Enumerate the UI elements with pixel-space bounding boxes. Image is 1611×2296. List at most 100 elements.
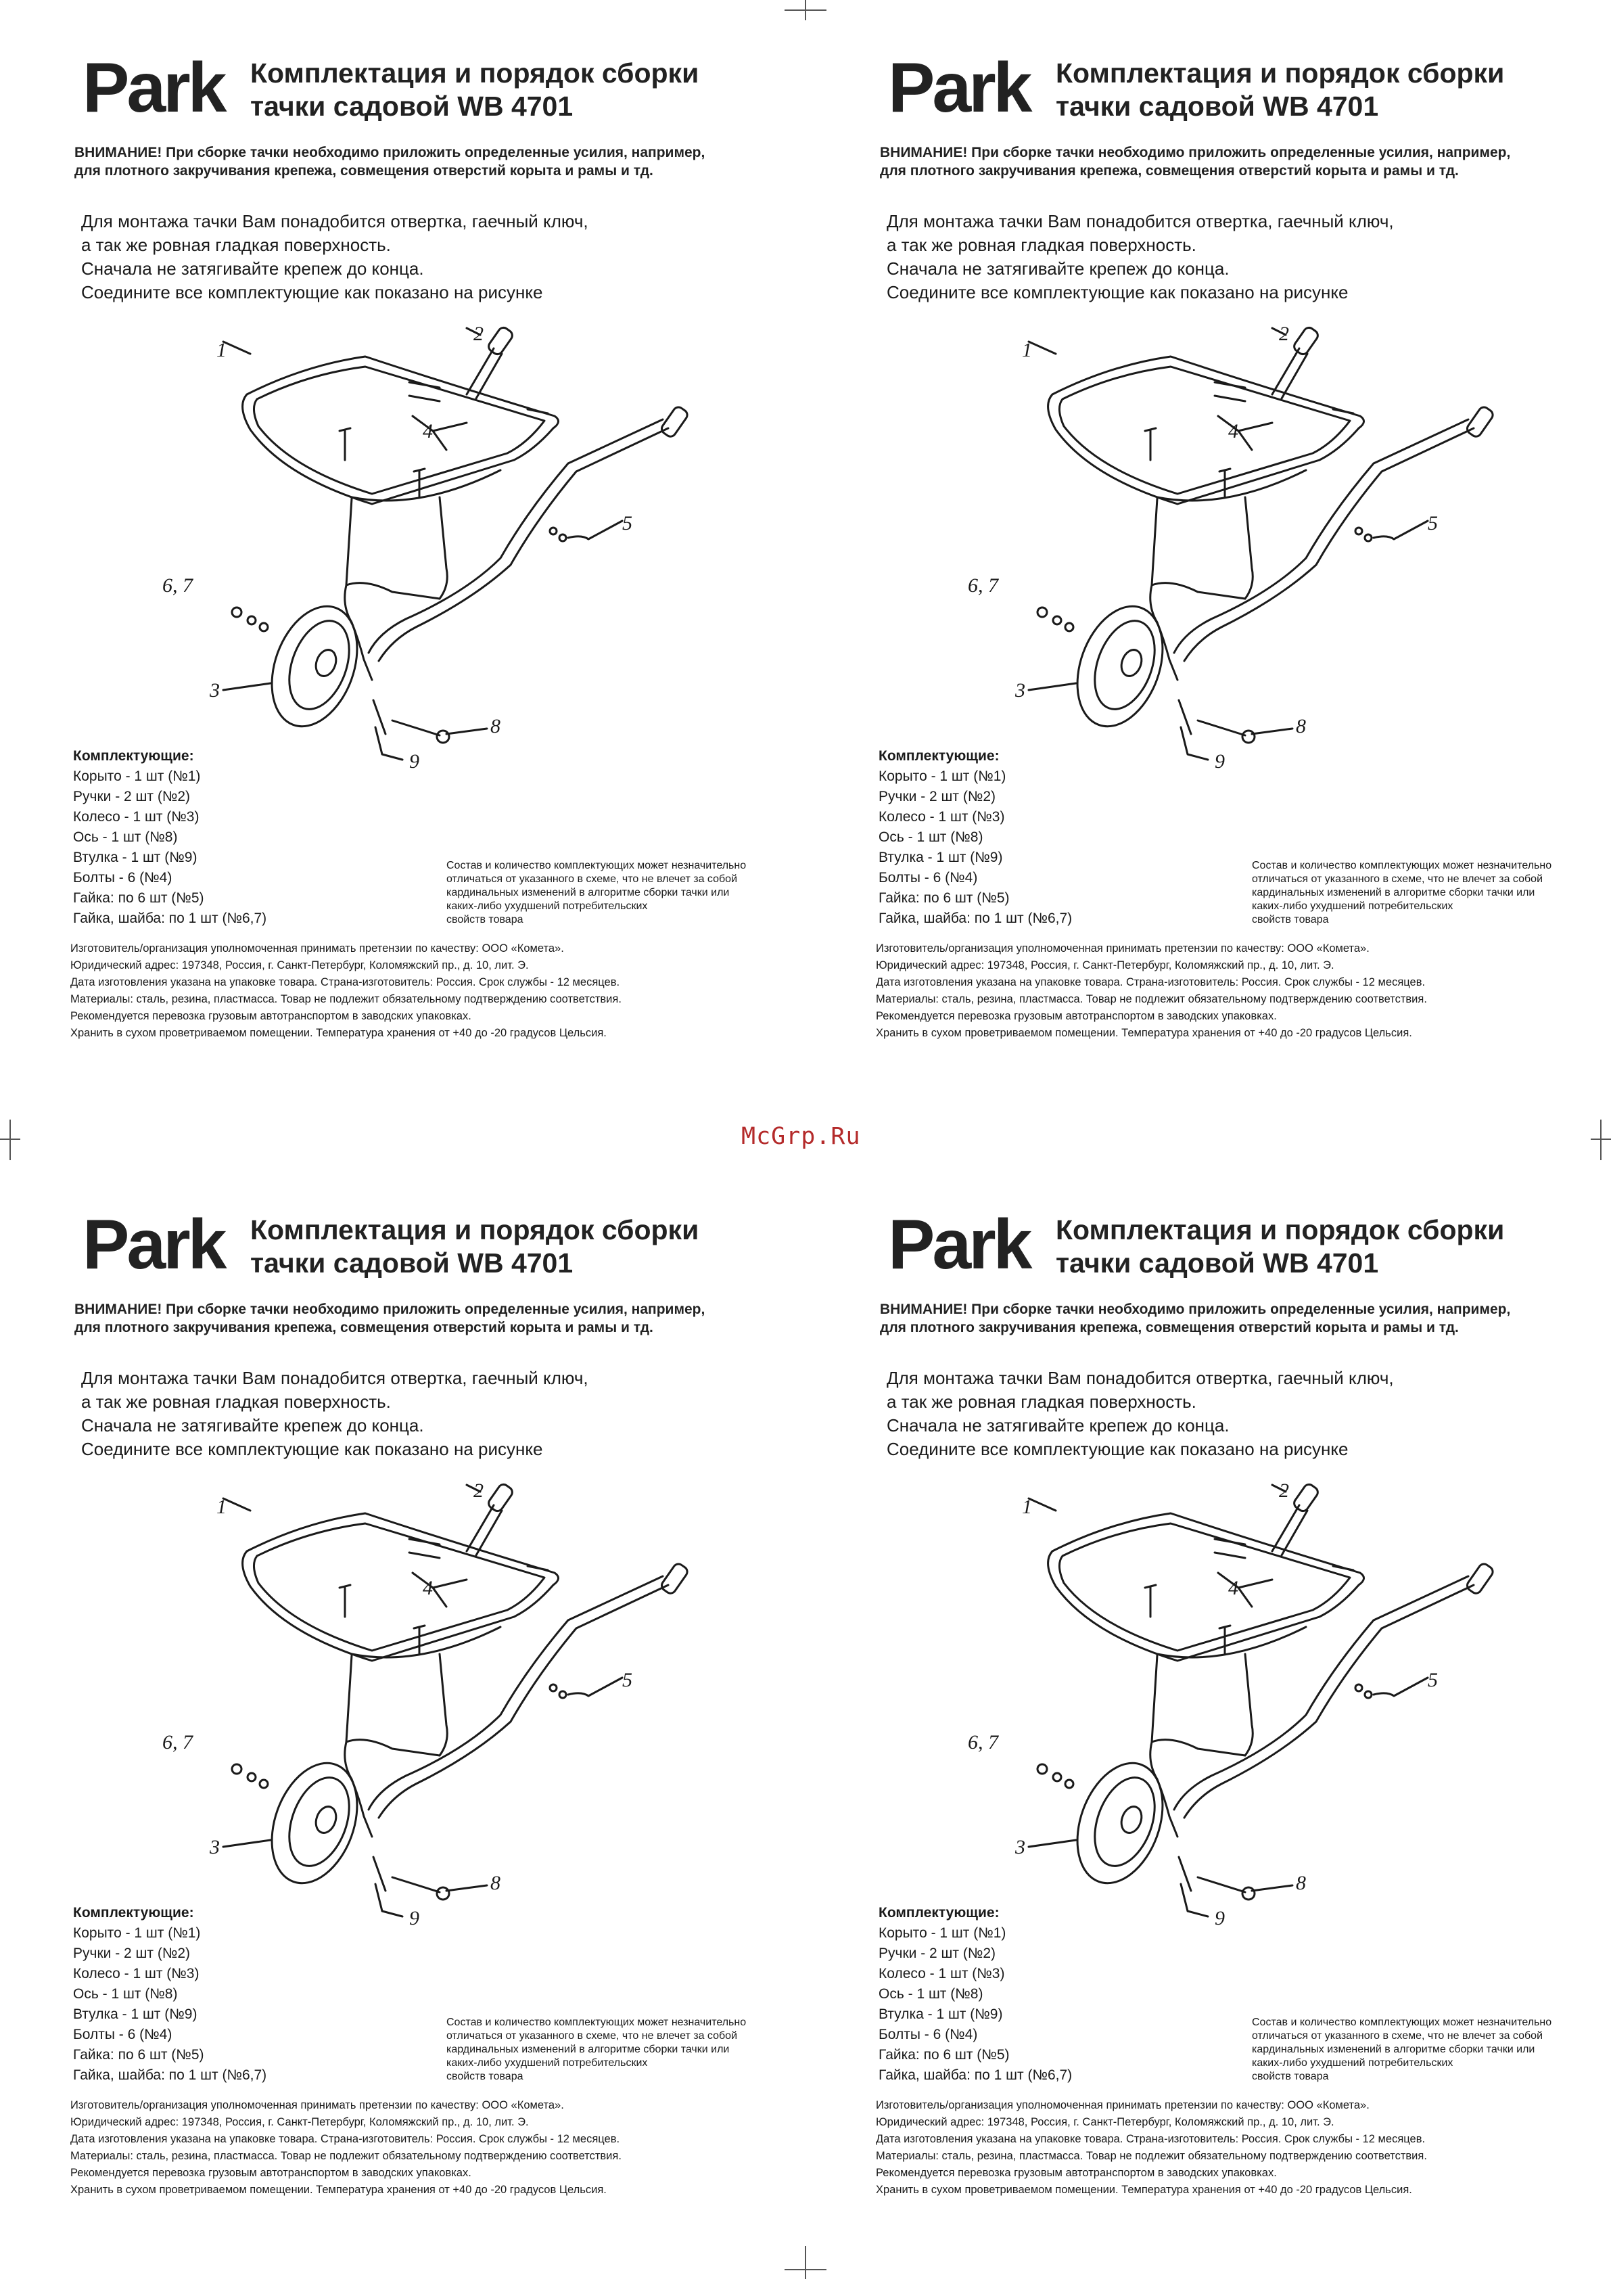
leader-8 bbox=[1251, 727, 1294, 735]
part-item: Гайка, шайба: по 1 шт (№6,7) bbox=[879, 2067, 1073, 2083]
footer-line: Рекомендуется перевозка грузовым автотра… bbox=[876, 2167, 1277, 2179]
wheelbarrow-diagram: 1 2 3 4 5 6, 7 8 9 bbox=[968, 323, 1494, 773]
diagram-label-3: 3 bbox=[209, 1836, 220, 1858]
footer-line: Рекомендуется перевозка грузовым автотра… bbox=[70, 1010, 471, 1022]
part-item: Ось - 1 шт (№8) bbox=[879, 1986, 983, 2002]
leader-3 bbox=[222, 682, 272, 691]
leader-5 bbox=[1372, 520, 1429, 541]
nut-5 bbox=[1354, 1683, 1363, 1693]
part-item: Гайка, шайба: по 1 шт (№6,7) bbox=[73, 2067, 267, 2083]
footer-line: Дата изготовления указана на упаковке то… bbox=[70, 976, 620, 988]
handle-grip-right bbox=[661, 406, 688, 438]
wheel-rim bbox=[1094, 1776, 1156, 1867]
bolt bbox=[1218, 467, 1232, 499]
bolt bbox=[408, 1538, 549, 1571]
leader-9 bbox=[374, 726, 404, 761]
crop-mark-right-v bbox=[1600, 1120, 1602, 1160]
disclaimer-line: каких-либо ухудшений потребительских bbox=[1252, 2057, 1453, 2069]
handle-grip-right bbox=[1466, 406, 1494, 438]
diagram-label-67: 6, 7 bbox=[968, 574, 1000, 597]
title-line-2: тачки садовой WB 4701 bbox=[250, 91, 574, 122]
document-title: Комплектация и порядок сборки тачки садо… bbox=[1056, 1214, 1543, 1280]
disclaimer-line: Состав и количество комплектующих может … bbox=[446, 860, 747, 871]
footer-line: Изготовитель/организация уполномоченная … bbox=[70, 942, 564, 955]
diagram-label-2: 2 bbox=[1279, 1479, 1289, 1502]
crop-mark-top-h bbox=[785, 9, 826, 11]
frame-front bbox=[345, 582, 441, 600]
wheel-fork bbox=[1156, 1778, 1179, 1838]
disclaimer-line: свойств товара bbox=[446, 2071, 523, 2082]
wheel-hub bbox=[314, 649, 337, 677]
nut-5b bbox=[1363, 533, 1373, 543]
washer-7b bbox=[258, 622, 269, 633]
title-line-2: тачки садовой WB 4701 bbox=[1056, 1247, 1379, 1279]
frame-leg-left bbox=[344, 1654, 353, 1781]
bolt bbox=[1218, 1624, 1232, 1655]
watermark: McGrp.Ru bbox=[741, 1123, 861, 1150]
footer-line: Дата изготовления указана на упаковке то… bbox=[876, 976, 1426, 988]
part-item: Втулка - 1 шт (№9) bbox=[73, 2006, 197, 2022]
leader-1 bbox=[1027, 1497, 1057, 1512]
parts-title: Комплектующие: bbox=[73, 1905, 194, 1921]
disclaimer-line: свойств товара bbox=[446, 914, 523, 925]
nut-5b bbox=[558, 533, 567, 543]
instruction-sheet: Park Комплектация и порядок сборки тачки… bbox=[0, 1157, 806, 2296]
wheel-hub bbox=[1120, 649, 1143, 677]
diagram-label-2: 2 bbox=[1279, 323, 1289, 345]
washer-7 bbox=[246, 615, 257, 626]
leader-9 bbox=[1180, 726, 1209, 761]
crop-mark-bottom-h bbox=[785, 2269, 826, 2270]
part-item: Болты - 6 (№4) bbox=[73, 2027, 172, 2042]
title-line-1: Комплектация и порядок сборки bbox=[1056, 1214, 1505, 1245]
leader-5 bbox=[567, 520, 624, 541]
washer-7b bbox=[1064, 1778, 1075, 1789]
warning-line-2: для плотного закручивания крепежа, совме… bbox=[74, 1320, 653, 1335]
axle bbox=[1196, 1876, 1246, 1893]
bolt bbox=[338, 1584, 352, 1618]
disclaimer-line: свойств товара bbox=[1252, 914, 1329, 925]
diagram-label-8: 8 bbox=[490, 715, 500, 737]
washer-7 bbox=[1052, 1772, 1063, 1783]
warning-line-1: ВНИМАНИЕ! При сборке тачки необходимо пр… bbox=[880, 1302, 1511, 1317]
diagram-label-4: 4 bbox=[1228, 420, 1238, 442]
diagram-label-3: 3 bbox=[1014, 1836, 1025, 1858]
title-line-2: тачки садовой WB 4701 bbox=[1056, 91, 1379, 122]
handle-right-2 bbox=[1183, 1584, 1475, 1819]
part-item: Колесо - 1 шт (№3) bbox=[879, 1966, 1005, 1981]
tray-rim bbox=[1047, 355, 1365, 505]
leader-4 bbox=[411, 1571, 468, 1608]
diagram-label-1: 1 bbox=[1022, 339, 1032, 361]
wheelbarrow-diagram: 1 2 3 4 5 6, 7 8 9 bbox=[162, 1479, 688, 1929]
intro-line: Соедините все комплектующие как показано… bbox=[887, 1439, 1349, 1459]
sleeve bbox=[372, 1856, 387, 1892]
tray-bottom bbox=[1156, 1626, 1307, 1659]
footer-line: Юридический адрес: 197348, Россия, г. Са… bbox=[70, 959, 529, 971]
document-title: Комплектация и порядок сборки тачки садо… bbox=[1056, 57, 1543, 123]
intro-line: Для монтажа тачки Вам понадобится отверт… bbox=[81, 211, 588, 231]
leader-4 bbox=[1217, 415, 1274, 451]
leader-5 bbox=[1372, 1676, 1429, 1697]
disclaimer-line: каких-либо ухудшений потребительских bbox=[446, 900, 648, 912]
wheel-fork bbox=[350, 621, 373, 681]
nut-5b bbox=[558, 1690, 567, 1699]
disclaimer-line: Состав и количество комплектующих может … bbox=[446, 2017, 747, 2028]
diagram-label-9: 9 bbox=[1215, 750, 1225, 773]
part-item: Корыто - 1 шт (№1) bbox=[73, 1925, 201, 1941]
bolt bbox=[408, 381, 549, 415]
diagram-label-9: 9 bbox=[1215, 1907, 1225, 1929]
nut-6 bbox=[231, 1763, 243, 1775]
disclaimer-line: кардинальных изменений в алгоритме сборк… bbox=[446, 887, 730, 898]
leader-1 bbox=[1027, 340, 1057, 355]
intro-line: Сначала не затягивайте крепеж до конца. bbox=[81, 1415, 424, 1436]
leader-2 bbox=[1271, 1484, 1287, 1493]
leader-8 bbox=[445, 1884, 488, 1892]
footer-line: Изготовитель/организация уполномоченная … bbox=[70, 2099, 564, 2111]
crop-mark-bottom bbox=[805, 2246, 806, 2279]
intro-line: а так же ровная гладкая поверхность. bbox=[81, 235, 391, 255]
instruction-sheet: Park Комплектация и порядок сборки тачки… bbox=[0, 0, 806, 1139]
disclaimer-line: каких-либо ухудшений потребительских bbox=[1252, 900, 1453, 912]
footer-line: Материалы: сталь, резина, пластмасса. То… bbox=[876, 2150, 1427, 2162]
handle-grip-left bbox=[488, 1483, 513, 1513]
sleeve bbox=[372, 699, 387, 735]
instruction-sheet: Park Комплектация и порядок сборки тачки… bbox=[806, 1157, 1611, 2296]
